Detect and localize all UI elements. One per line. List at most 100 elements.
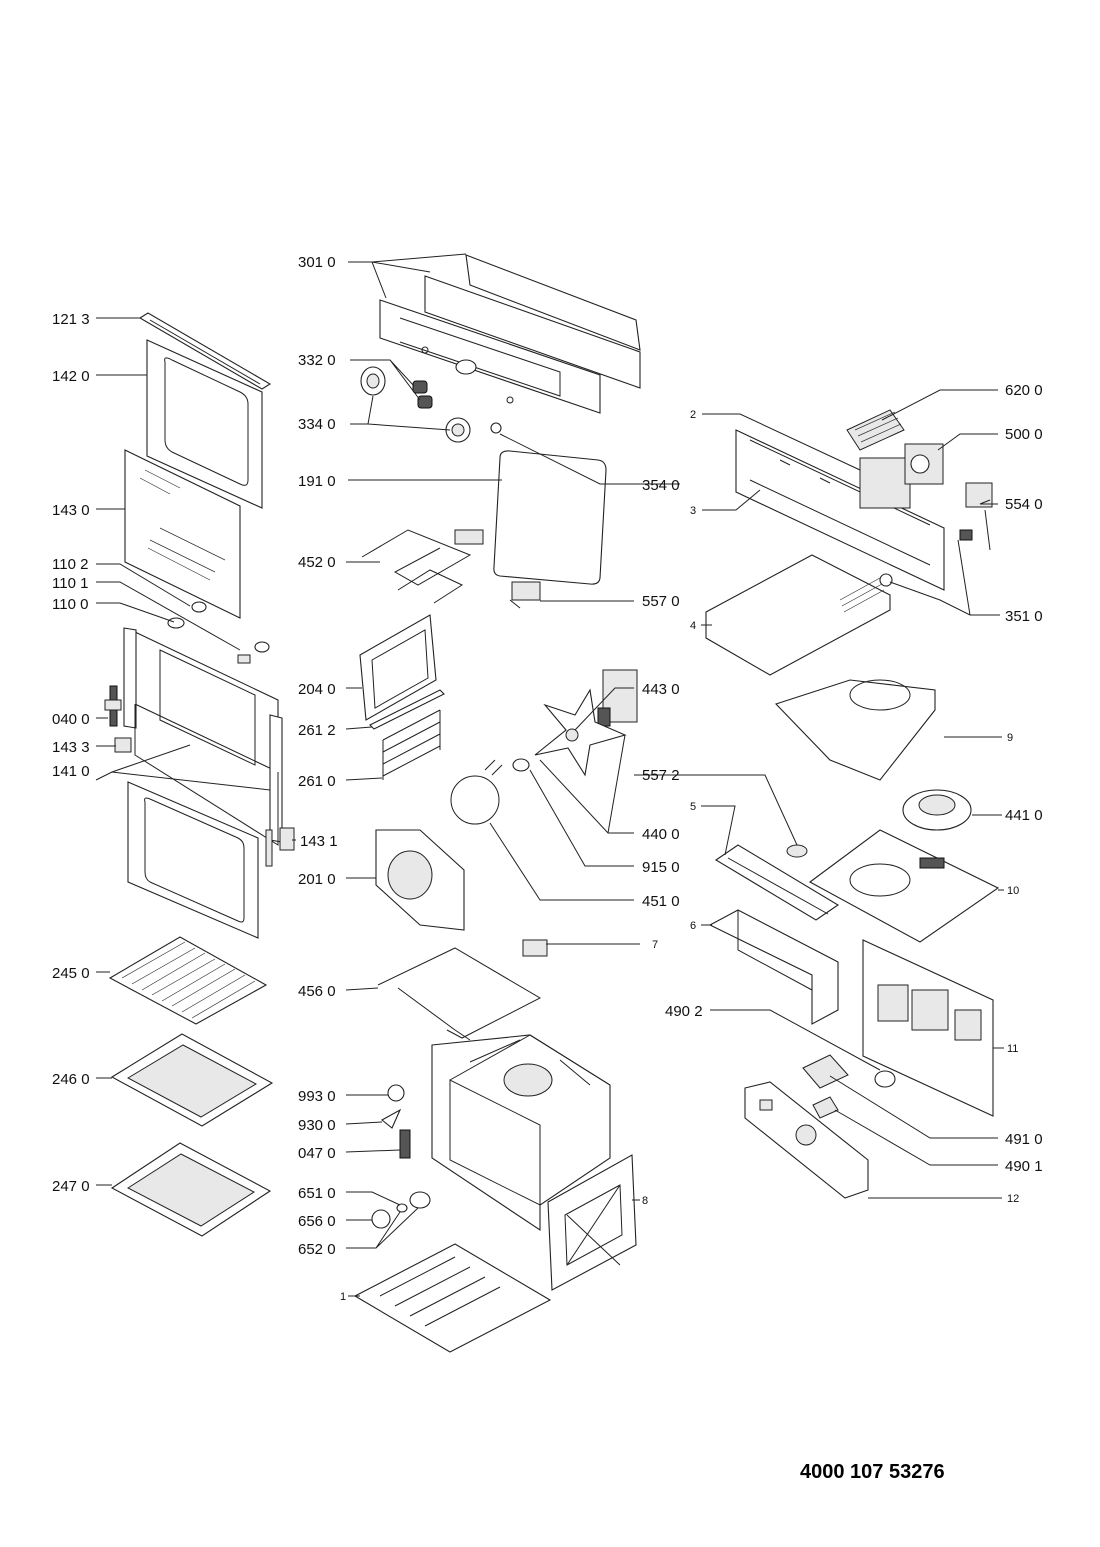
callout-1: 1 [340, 1291, 346, 1303]
callout-354-0: 354 0 [642, 477, 680, 494]
part-door-top-profile [138, 312, 272, 390]
callout-456-0: 456 0 [298, 983, 336, 1000]
callout-557-0: 557 0 [642, 593, 680, 610]
part-bottom-plate [353, 1243, 552, 1353]
callout-246-0: 246 0 [52, 1071, 90, 1088]
callout-047-0: 047 0 [298, 1145, 336, 1162]
callout-261-2: 261 2 [298, 722, 336, 739]
callout-143-1: 143 1 [300, 833, 338, 850]
callout-201-0: 201 0 [298, 871, 336, 888]
callout-490-2: 490 2 [665, 1003, 703, 1020]
callout-261-0: 261 0 [298, 773, 336, 790]
callout-651-0: 651 0 [298, 1185, 336, 1202]
part-terminal-block [846, 409, 905, 451]
callout-440-0: 440 0 [642, 826, 680, 843]
callout-247-0: 247 0 [52, 1178, 90, 1195]
callout-9: 9 [1007, 732, 1013, 744]
callout-652-0: 652 0 [298, 1241, 336, 1258]
callout-11: 11 [1007, 1043, 1018, 1055]
document-number: 4000 107 53276 [800, 1461, 945, 1483]
part-inner-door-panel [127, 781, 295, 939]
callout-141-0: 141 0 [52, 763, 90, 780]
callout-620-0: 620 0 [1005, 382, 1043, 399]
part-oven-rack [108, 936, 268, 1025]
part-side-rack [359, 614, 437, 721]
part-timer [904, 443, 944, 485]
callout-245-0: 245 0 [52, 965, 90, 982]
part-back-panel [375, 829, 465, 931]
part-lower-element [377, 939, 548, 1041]
callout-301-0: 301 0 [298, 254, 336, 271]
callout-5: 5 [690, 801, 696, 813]
part-fan-nut [512, 758, 530, 772]
part-rear-panel [862, 939, 994, 1117]
callout-2: 2 [690, 409, 696, 421]
part-oven-cavity [431, 1034, 611, 1232]
callout-8: 8 [642, 1195, 648, 1207]
part-fan-motor [597, 669, 638, 727]
callout-12: 12 [1007, 1193, 1019, 1205]
callout-142-0: 142 0 [52, 368, 90, 385]
part-air-duct [714, 844, 840, 921]
part-safety-thermostat [786, 844, 808, 858]
callout-441-0: 441 0 [1005, 807, 1043, 824]
callout-490-1: 490 1 [1005, 1158, 1043, 1175]
callout-040-0: 040 0 [52, 711, 90, 728]
part-door-block [114, 737, 132, 753]
part-small-fittings [371, 1084, 431, 1229]
part-top-cover [705, 554, 891, 676]
part-rail [369, 689, 445, 730]
callout-930-0: 930 0 [298, 1117, 336, 1134]
part-grill-element [361, 529, 484, 604]
part-switch [959, 482, 993, 551]
callout-110-2: 110 2 [52, 556, 88, 573]
leader-lines [95, 253, 1004, 1297]
callout-656-0: 656 0 [298, 1213, 336, 1230]
part-shelf-supports [382, 709, 441, 780]
callout-351-0: 351 0 [1005, 608, 1043, 625]
part-lamp [879, 573, 893, 587]
part-door-hinge-washers [167, 601, 270, 664]
callout-491-0: 491 0 [1005, 1131, 1043, 1148]
callout-443-0: 443 0 [642, 681, 680, 698]
callout-993-0: 993 0 [298, 1088, 336, 1105]
part-ring-element [450, 759, 503, 825]
callout-915-0: 915 0 [642, 859, 680, 876]
callout-334-0: 334 0 [298, 416, 336, 433]
callout-110-0: 110 0 [52, 596, 88, 613]
part-door-hinge [104, 685, 122, 727]
part-door-frame [123, 627, 283, 846]
part-top-plate [808, 829, 1000, 943]
callout-labels: 301 0 121 3 332 0 142 0 334 0 620 0 500 … [52, 254, 1043, 1303]
callout-121-3: 121 3 [52, 311, 90, 328]
callout-452-0: 452 0 [298, 554, 336, 571]
callout-204-0: 204 0 [298, 681, 336, 698]
callout-6: 6 [690, 920, 696, 932]
callout-143-0: 143 0 [52, 502, 90, 519]
callout-191-0: 191 0 [298, 473, 336, 490]
part-drip-tray [110, 1142, 272, 1237]
part-control-panel [379, 254, 641, 414]
part-door-inner-glass [124, 449, 241, 619]
part-cooling-fan [902, 789, 972, 831]
callout-4: 4 [690, 620, 696, 632]
part-fan-shroud [774, 679, 936, 781]
part-lower-bracket [744, 1081, 869, 1199]
part-connector [874, 1070, 896, 1088]
part-knobs [360, 366, 502, 443]
part-side-duct [708, 909, 839, 1025]
callout-557-2: 557 2 [642, 767, 680, 784]
part-control-bracket [735, 429, 945, 591]
part-door-outer-glass [146, 339, 263, 509]
callout-3: 3 [690, 505, 696, 517]
part-thermostat [509, 581, 541, 609]
callout-143-3: 143 3 [52, 739, 90, 756]
callout-7: 7 [652, 939, 658, 951]
part-door-gasket [493, 450, 607, 585]
callout-451-0: 451 0 [642, 893, 680, 910]
part-plug [812, 1096, 839, 1119]
callout-554-0: 554 0 [1005, 496, 1043, 513]
callout-110-1: 110 1 [52, 575, 88, 592]
part-baking-tray [110, 1033, 274, 1127]
